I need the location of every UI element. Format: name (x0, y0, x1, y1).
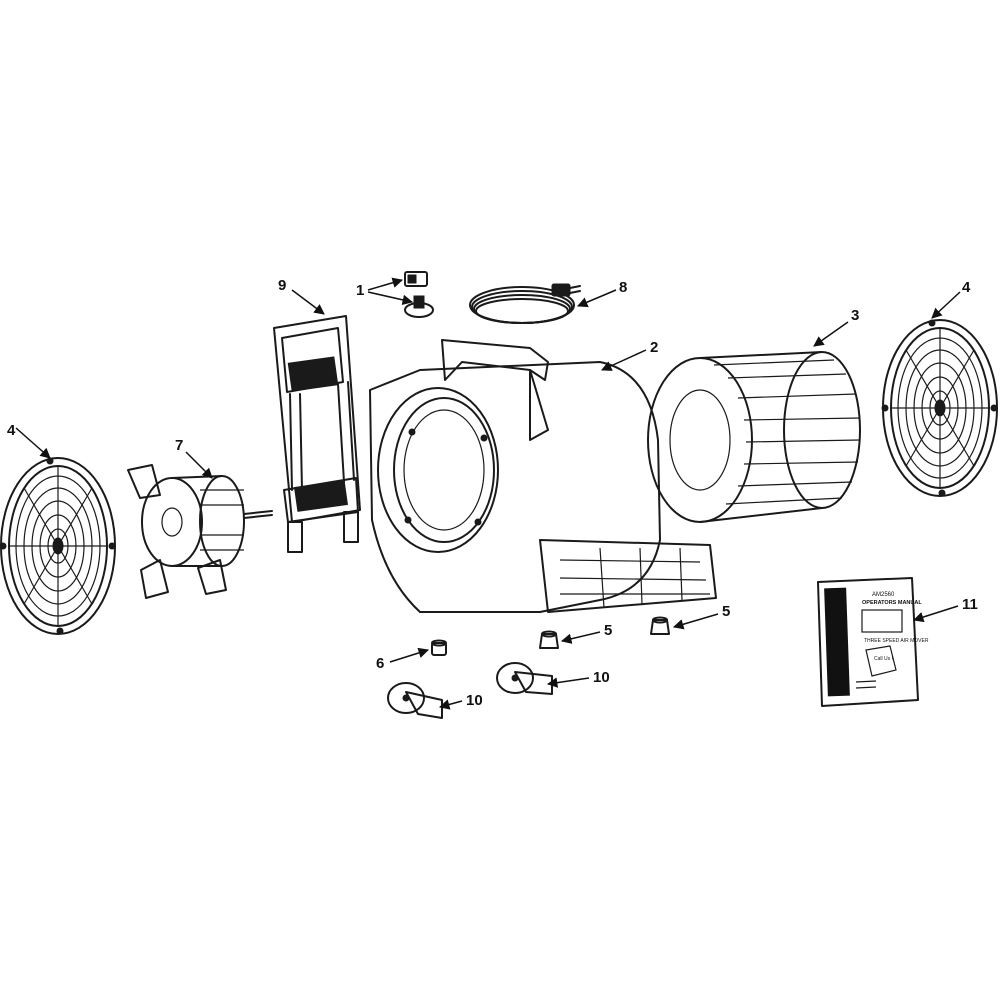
callout-label-6: 6 (376, 655, 384, 672)
bracket-a (387, 682, 443, 719)
callout-label-11: 11 (962, 596, 978, 613)
callout-label-5-b: 5 (722, 603, 730, 620)
callout-9: 9 (278, 277, 325, 315)
power-cord (469, 283, 581, 324)
grille-right (881, 319, 998, 497)
foot-b (650, 616, 670, 635)
callout-label-4-right: 4 (962, 279, 971, 296)
plug-6 (431, 639, 447, 656)
callout-1: 1 (356, 277, 414, 306)
callout-5-a: 5 (560, 622, 612, 644)
motor (127, 464, 273, 599)
callout-7: 7 (175, 437, 213, 479)
blower-wheel (647, 351, 861, 523)
foot-a (539, 630, 559, 649)
callout-3: 3 (813, 307, 859, 347)
callout-label-10-a: 10 (466, 692, 483, 709)
callout-2: 2 (601, 339, 658, 371)
manual-model: AM2560 (872, 592, 895, 598)
callout-10-a: 10 (438, 692, 483, 710)
manual-product: THREE SPEED AIR MOVER (864, 638, 929, 644)
callout-label-2: 2 (650, 339, 658, 356)
callout-8: 8 (577, 279, 627, 308)
callout-6: 6 (376, 647, 430, 672)
operators-manual: RIDGID AM2560 OPERATORS MANUAL THREE SPE… (817, 577, 929, 707)
callout-label-10-b: 10 (593, 669, 610, 686)
callout-label-7: 7 (175, 437, 183, 454)
handle-assembly (273, 315, 361, 553)
bracket-b (496, 662, 553, 695)
callout-label-5-a: 5 (604, 622, 612, 639)
callout-label-3: 3 (851, 307, 859, 324)
callout-label-9: 9 (278, 277, 286, 294)
callout-label-8: 8 (619, 279, 627, 296)
manual-save-box: Call Us ! (874, 656, 893, 662)
callout-5-b: 5 (672, 603, 730, 630)
callout-4-right: 4 (931, 279, 971, 319)
blower-housing (369, 339, 717, 613)
manual-heading: OPERATORS MANUAL (862, 600, 922, 606)
grille-left (0, 457, 116, 635)
callout-label-4-left: 4 (7, 422, 16, 439)
callout-10-b: 10 (546, 669, 610, 688)
callout-4-left: 4 (7, 422, 51, 459)
callout-11: 11 (912, 596, 978, 623)
manual-brand: RIDGID (825, 629, 847, 693)
switch-knob (404, 271, 434, 318)
callout-label-1: 1 (356, 282, 364, 299)
